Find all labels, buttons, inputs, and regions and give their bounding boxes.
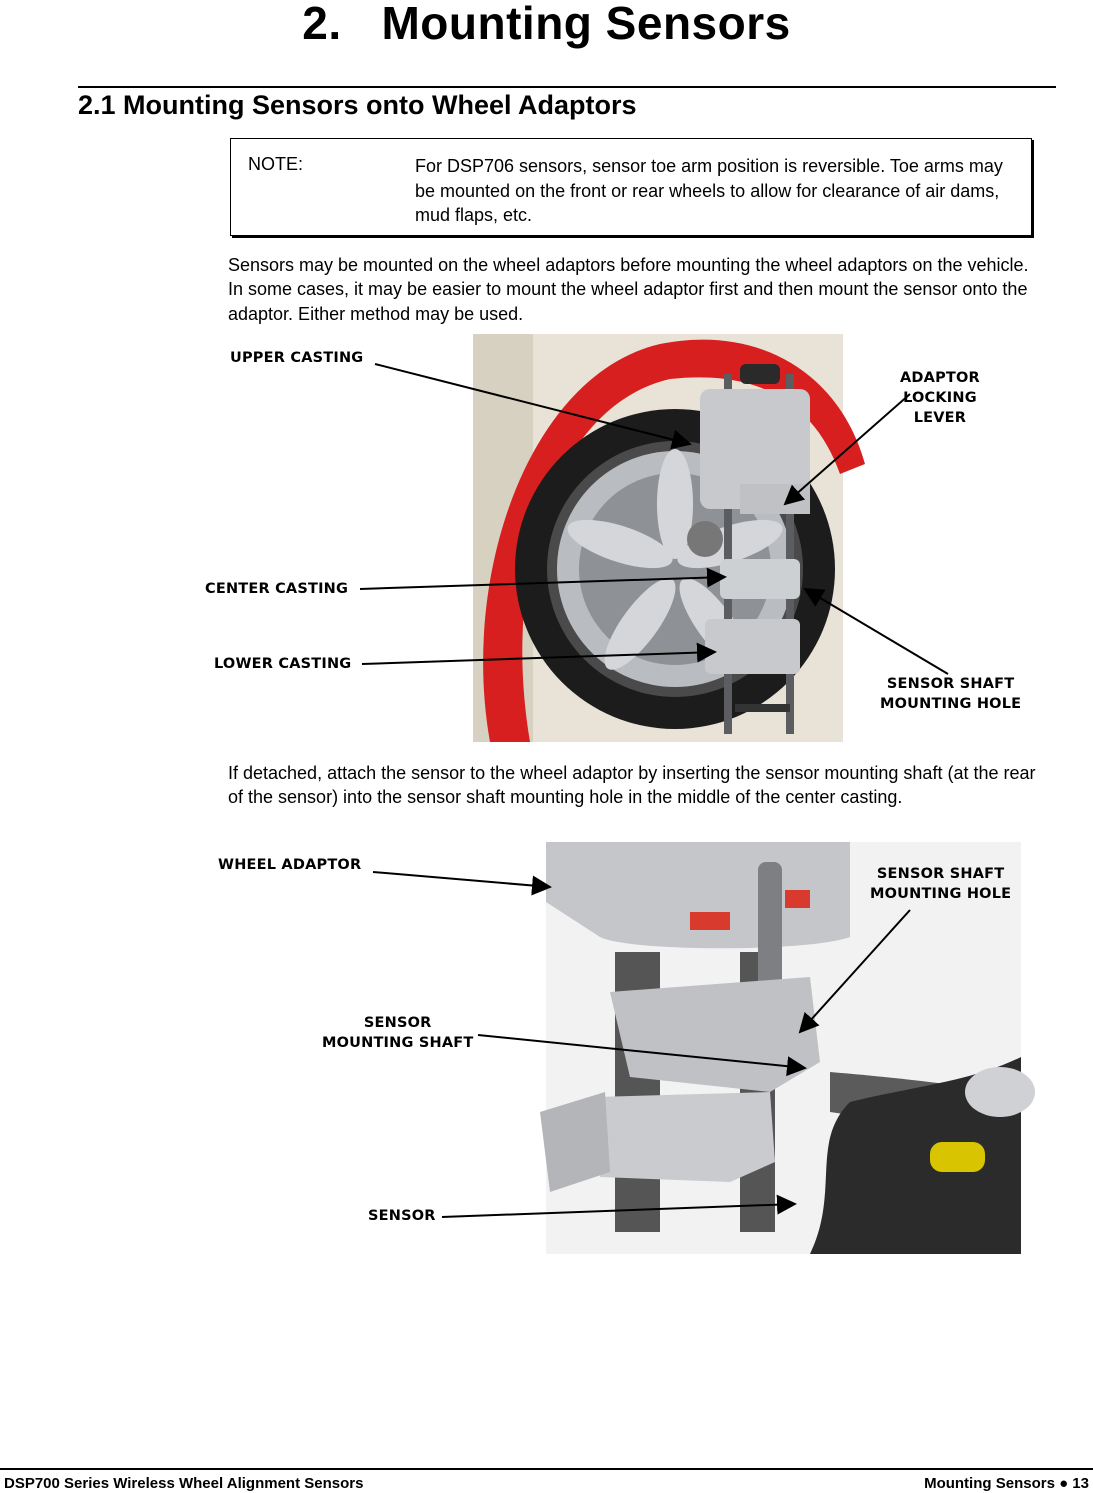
wheel-adaptor-figure: UPPER CASTING ADAPTOR LOCKING LEVER CENT… xyxy=(200,334,1080,744)
section-heading: 2.1 Mounting Sensors onto Wheel Adaptors xyxy=(78,90,637,120)
footer-page-number: Mounting Sensors ● 13 xyxy=(924,1475,1089,1492)
footer-document-title: DSP700 Series Wireless Wheel Alignment S… xyxy=(4,1475,364,1492)
note-box: NOTE: For DSP706 sensors, sensor toe arm… xyxy=(230,138,1032,236)
sensor-mounting-photo xyxy=(372,842,1035,1254)
label-center-casting: CENTER CASTING xyxy=(205,581,349,597)
label-sensor: SENSOR xyxy=(368,1208,436,1224)
label-lower-casting: LOWER CASTING xyxy=(214,656,352,672)
note-text: For DSP706 sensors, sensor toe arm posit… xyxy=(415,156,1003,225)
label-sensor-shaft-mounting-hole-2: SENSOR SHAFT MOUNTING HOLE xyxy=(870,866,1012,902)
label-adaptor-locking-lever: ADAPTOR LOCKING LEVER xyxy=(900,370,980,426)
sensor-mounting-figure: WHEEL ADAPTOR SENSOR SHAFT MOUNTING HOLE… xyxy=(210,842,1080,1256)
note-label: NOTE: xyxy=(248,154,304,174)
wheel-adaptor-photo xyxy=(359,334,949,742)
chapter-title: 2. Mounting Sensors xyxy=(302,0,791,49)
intro-paragraph: Sensors may be mounted on the wheel adap… xyxy=(228,255,1029,324)
footer-rule xyxy=(0,1468,1093,1470)
label-upper-casting: UPPER CASTING xyxy=(230,350,364,366)
label-sensor-mounting-shaft: SENSOR MOUNTING SHAFT xyxy=(322,1015,474,1051)
label-wheel-adaptor: WHEEL ADAPTOR xyxy=(218,857,362,873)
heading-rule xyxy=(78,86,1056,88)
attach-paragraph: If detached, attach the sensor to the wh… xyxy=(228,763,1036,808)
label-sensor-shaft-mounting-hole: SENSOR SHAFT MOUNTING HOLE xyxy=(880,676,1022,712)
